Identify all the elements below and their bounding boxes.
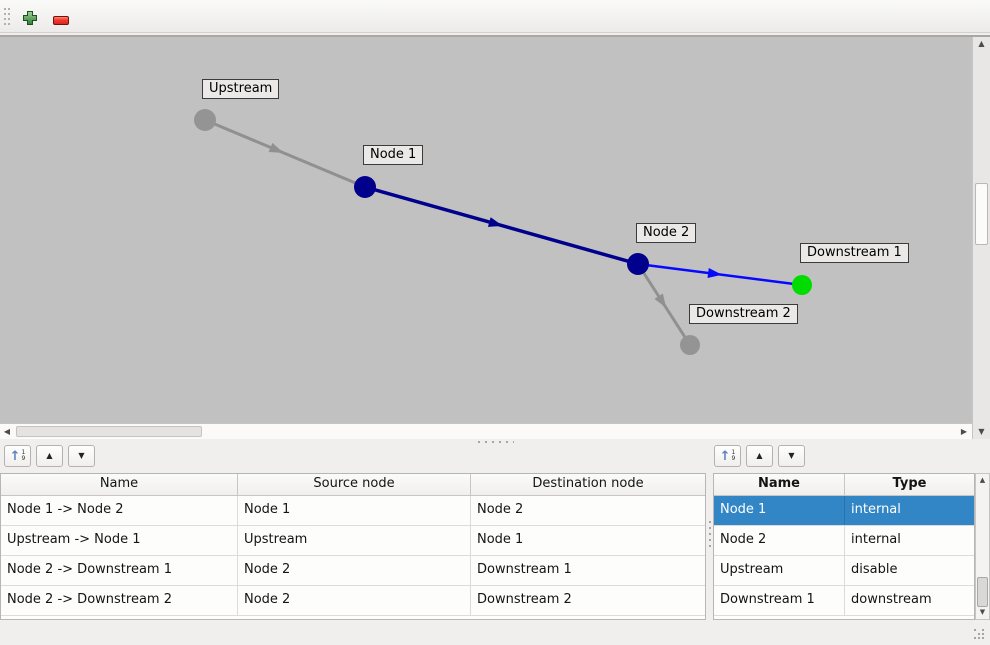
grip-dots [974, 629, 976, 631]
edges-table-header: Name Source node Destination node [1, 474, 705, 496]
cell-node-type[interactable]: internal [851, 532, 901, 547]
node-label-downstream-2[interactable]: Downstream 2 [689, 304, 798, 324]
cell-edge-name[interactable]: Upstream -> Node 1 [1, 526, 238, 555]
graph-edge-layer [194, 109, 812, 355]
splitter-grip-dots [709, 521, 711, 547]
node-label-upstream[interactable]: Upstream [202, 79, 280, 99]
window-resize-grip[interactable] [974, 629, 986, 641]
graph-node-node-2[interactable] [627, 253, 649, 275]
nodes-table-row-3[interactable]: Downstream 1 downstream [714, 586, 974, 616]
node-label-node-1[interactable]: Node 1 [363, 145, 424, 165]
edges-table-row-0[interactable]: Node 1 -> Node 2 Node 1 Node 2 [1, 496, 705, 526]
add-plus-icon[interactable] [22, 10, 38, 30]
edges-col-source[interactable]: Source node [238, 474, 471, 496]
up-triangle-icon: ▲ [756, 451, 763, 460]
graph-node-node-1[interactable] [354, 176, 376, 198]
toolbar-drag-handle[interactable] [4, 8, 10, 26]
vertical-scrollbar-thumb[interactable] [975, 183, 988, 245]
edge-arrow-icon [487, 217, 503, 227]
canvas-vertical-scrollbar[interactable]: ▲ ▼ [972, 37, 990, 439]
cell-edge-destination[interactable]: Downstream 2 [477, 592, 572, 607]
cell-edge-name[interactable]: Node 1 -> Node 2 [1, 496, 238, 525]
canvas-top-border [0, 35, 990, 37]
cell-edge-source[interactable]: Node 2 [238, 556, 471, 585]
graph-node-downstream-1[interactable] [792, 275, 812, 295]
scroll-down-arrow-icon[interactable]: ▼ [979, 608, 986, 616]
nodes-table-row-1[interactable]: Node 2 internal [714, 526, 974, 556]
cell-node-type[interactable]: disable [851, 562, 898, 577]
cell-node-name[interactable]: Node 2 [714, 526, 845, 555]
scroll-down-arrow-icon[interactable]: ▼ [978, 427, 985, 436]
nodes-scrollbar-thumb[interactable] [977, 577, 988, 607]
edge-arrow-icon [707, 268, 723, 278]
graph-node-downstream-2[interactable] [680, 335, 700, 355]
scroll-up-arrow-icon[interactable]: ▲ [979, 476, 986, 484]
edges-col-name[interactable]: Name [1, 474, 238, 496]
cell-edge-destination[interactable]: Downstream 1 [477, 562, 572, 577]
splitter-grip-dots [478, 441, 514, 443]
edges-move-down-button[interactable]: ▼ [68, 445, 95, 467]
nodes-move-down-button[interactable]: ▼ [778, 445, 805, 467]
nodes-table-scrollbar[interactable]: ▲ ▼ [975, 473, 990, 620]
grip-dots [8, 8, 10, 26]
cell-edge-source[interactable]: Node 1 [238, 496, 471, 525]
cell-node-name[interactable]: Node 1 [714, 496, 845, 525]
nodes-table-header: Name Type [714, 474, 974, 496]
remove-minus-icon[interactable] [53, 14, 69, 29]
nodes-col-type[interactable]: Type [845, 474, 974, 496]
vertical-table-splitter[interactable] [707, 443, 713, 620]
cell-node-type[interactable]: internal [851, 502, 901, 517]
edge-upstream-to-node-1[interactable] [204, 118, 366, 189]
nodes-table: Name Type Node 1 internal Node 2 interna… [713, 473, 975, 620]
cell-edge-destination[interactable]: Node 2 [477, 502, 524, 517]
edges-table-row-3[interactable]: Node 2 -> Downstream 2 Node 2 Downstream… [1, 586, 705, 616]
cell-edge-name[interactable]: Node 2 -> Downstream 2 [1, 586, 238, 615]
node-label-node-2[interactable]: Node 2 [636, 223, 697, 243]
cell-edge-source[interactable]: Upstream [238, 526, 471, 555]
horizontal-pane-splitter[interactable] [0, 439, 990, 445]
edge-arrow-icon [268, 142, 284, 153]
cell-edge-name[interactable]: Node 2 -> Downstream 1 [1, 556, 238, 585]
main-toolbar [0, 0, 990, 33]
cell-node-name[interactable]: Upstream [714, 556, 845, 585]
edges-table-row-1[interactable]: Upstream -> Node 1 Upstream Node 1 [1, 526, 705, 556]
edges-move-up-button[interactable]: ▲ [36, 445, 63, 467]
nodes-move-up-button[interactable]: ▲ [746, 445, 773, 467]
horizontal-scrollbar-thumb[interactable] [16, 426, 202, 437]
edges-table: Name Source node Destination node Node 1… [0, 473, 706, 620]
edge-arrow-icon [654, 293, 667, 308]
down-triangle-icon: ▼ [788, 451, 795, 460]
scroll-left-arrow-icon[interactable]: ◀ [3, 426, 11, 436]
down-triangle-icon: ▼ [78, 451, 85, 460]
cell-edge-source[interactable]: Node 2 [238, 586, 471, 615]
nodes-table-row-0[interactable]: Node 1 internal [714, 496, 974, 526]
scroll-right-arrow-icon[interactable]: ▶ [960, 426, 968, 436]
edges-table-row-2[interactable]: Node 2 -> Downstream 1 Node 2 Downstream… [1, 556, 705, 586]
up-triangle-icon: ▲ [46, 451, 53, 460]
grip-dots [4, 8, 6, 26]
graph-node-upstream[interactable] [194, 109, 216, 131]
edges-col-destination[interactable]: Destination node [471, 474, 705, 496]
cell-node-type[interactable]: downstream [851, 592, 932, 607]
scroll-up-arrow-icon[interactable]: ▲ [978, 39, 985, 48]
cell-node-name[interactable]: Downstream 1 [714, 586, 845, 615]
nodes-table-row-2[interactable]: Upstream disable [714, 556, 974, 586]
nodes-col-name[interactable]: Name [714, 474, 845, 496]
cell-edge-destination[interactable]: Node 1 [477, 532, 524, 547]
node-label-downstream-1[interactable]: Downstream 1 [800, 243, 909, 263]
canvas-horizontal-scrollbar[interactable]: ◀ ▶ [0, 423, 972, 439]
